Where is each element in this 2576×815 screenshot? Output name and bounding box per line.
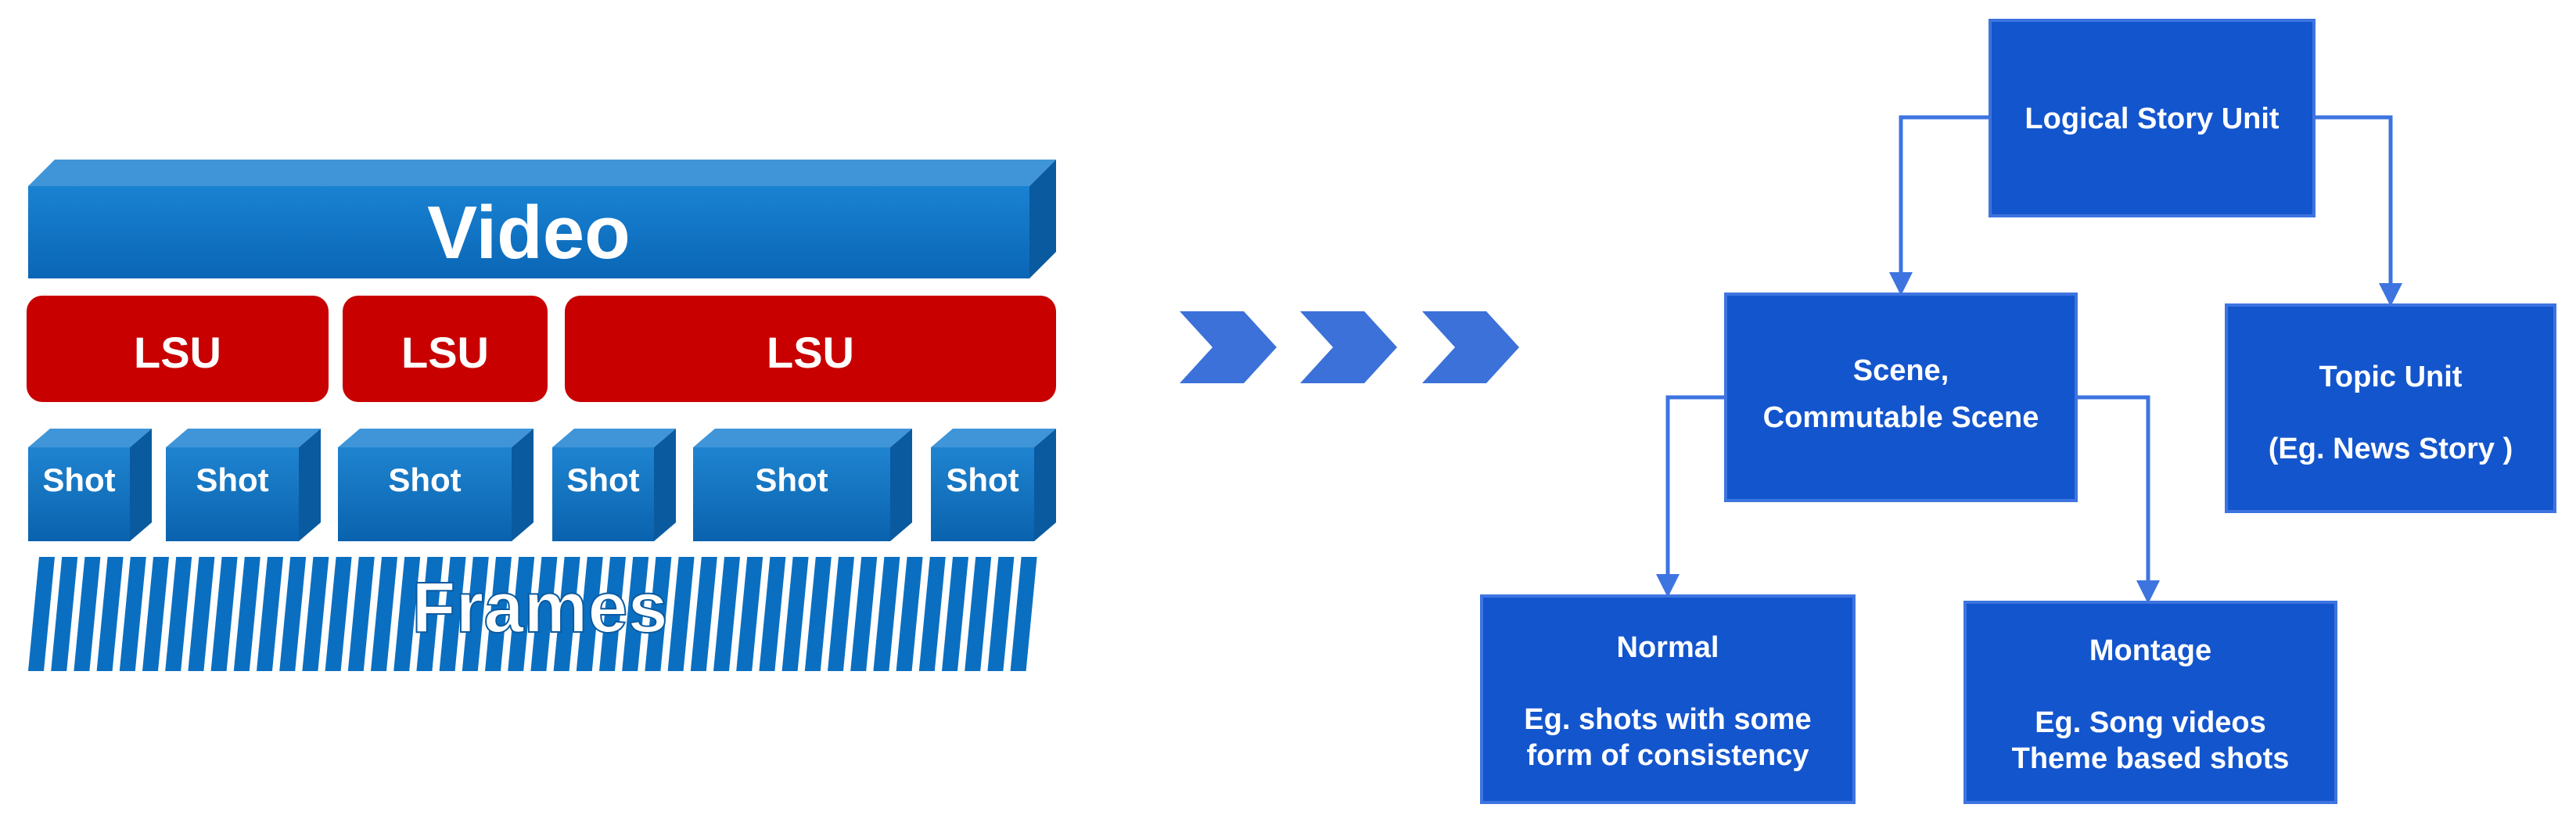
lsu-label: LSU	[134, 328, 221, 377]
frame-slat	[1010, 557, 1037, 671]
frame-slat	[485, 557, 512, 671]
shot-label: Shot	[566, 461, 639, 498]
frame-slat	[74, 557, 101, 671]
frame-slat	[508, 557, 535, 671]
frame-slat	[530, 557, 558, 671]
frame-slat	[781, 557, 809, 671]
frame-slat	[416, 557, 444, 671]
chevron-arrows	[1180, 311, 1519, 383]
frame-slat	[210, 557, 238, 671]
tree-connectors	[1656, 115, 2402, 604]
frame-slat	[371, 557, 397, 671]
frame-slat	[553, 557, 580, 671]
frame-slat	[736, 557, 763, 671]
frame-slat	[987, 557, 1015, 671]
frame-slat	[462, 557, 489, 671]
frame-slat	[690, 557, 717, 671]
shot-label: Shot	[755, 461, 828, 498]
frame-slat	[804, 557, 832, 671]
node-subtitle: Commutable Scene	[1763, 401, 2039, 434]
shot-block: Shot	[693, 429, 912, 541]
shot-block: Shot	[931, 429, 1056, 541]
frame-slat	[279, 557, 307, 671]
chevron-right-icon	[1422, 311, 1519, 383]
frame-slat	[393, 557, 421, 671]
video-hierarchy: Video LSU LSU LSU Shot	[27, 160, 1056, 671]
node-logical-story-unit: Logical Story Unit	[1989, 19, 2316, 217]
node-subtitle: (Eg. News Story )	[2269, 433, 2513, 465]
frame-slat	[119, 557, 146, 671]
frame-slat	[233, 557, 260, 671]
frame-slat	[51, 557, 78, 671]
frame-slat	[896, 557, 923, 671]
frame-slat	[347, 557, 375, 671]
shot-label: Shot	[196, 461, 268, 498]
node-description: Theme based shots	[2012, 742, 2290, 775]
node-description: form of consistency	[1526, 739, 1809, 772]
frame-slat	[850, 557, 878, 671]
shot-block: Shot	[338, 429, 534, 541]
frame-slat	[942, 557, 968, 671]
lsu-block: LSU	[27, 296, 329, 402]
frame-slat	[142, 557, 169, 671]
connector-root-scene	[1889, 115, 1990, 296]
frame-slat	[439, 557, 466, 671]
node-description: Eg. shots with some	[1524, 703, 1811, 736]
lsu-label: LSU	[767, 328, 854, 377]
chevron-right-icon	[1300, 311, 1397, 383]
frame-slat	[918, 557, 946, 671]
frame-slat	[257, 557, 283, 671]
frame-slat	[713, 557, 740, 671]
frames-row: Frames	[28, 557, 1037, 671]
node-title: Logical Story Unit	[2025, 102, 2279, 135]
shot-label: Shot	[42, 461, 115, 498]
node-topic-unit: Topic Unit (Eg. News Story )	[2225, 303, 2556, 513]
frame-slat	[667, 557, 695, 671]
frame-slat	[645, 557, 672, 671]
connector-scene-normal	[1656, 395, 1726, 598]
connector-root-topic	[2314, 115, 2402, 307]
node-title: Scene,	[1853, 354, 1949, 387]
lsu-row: LSU LSU LSU	[27, 296, 1056, 402]
frame-slat	[188, 557, 215, 671]
frame-slat	[759, 557, 786, 671]
frame-slat	[28, 557, 55, 671]
frame-slat	[622, 557, 649, 671]
node-title: Topic Unit	[2319, 361, 2463, 393]
shot-block: Shot	[552, 429, 676, 541]
lsu-block: LSU	[565, 296, 1056, 402]
frame-slat	[965, 557, 992, 671]
connector-scene-montage	[2076, 395, 2160, 604]
lsu-label: LSU	[401, 328, 489, 377]
frames-label: Frames	[411, 568, 667, 648]
lsu-tree: Logical Story Unit Scene, Commutable Sce…	[1480, 19, 2556, 804]
lsu-block: LSU	[343, 296, 548, 402]
frame-slat	[165, 557, 192, 671]
shot-label: Shot	[946, 461, 1019, 498]
frame-slat	[599, 557, 626, 671]
node-montage: Montage Eg. Song videos Theme based shot…	[1963, 601, 2337, 804]
node-description: Eg. Song videos	[2035, 706, 2266, 739]
frame-slat	[873, 557, 900, 671]
chevron-right-icon	[1180, 311, 1277, 383]
node-scene: Scene, Commutable Scene	[1724, 293, 2078, 502]
shot-block: Shot	[28, 429, 152, 541]
shot-row: Shot Shot Shot Shot	[28, 429, 1056, 541]
video-bar: Video	[28, 160, 1056, 278]
node-title: Montage	[2089, 634, 2211, 667]
frame-slat	[302, 557, 329, 671]
node-title: Normal	[1617, 631, 1719, 664]
shot-block: Shot	[166, 429, 321, 541]
shot-label: Shot	[388, 461, 461, 498]
frame-slat	[96, 557, 124, 671]
frame-slat	[576, 557, 603, 671]
frame-slat	[325, 557, 352, 671]
frame-slat	[828, 557, 854, 671]
frame-slats	[28, 557, 1037, 671]
node-normal: Normal Eg. shots with some form of consi…	[1480, 594, 1856, 804]
video-label: Video	[427, 191, 631, 275]
